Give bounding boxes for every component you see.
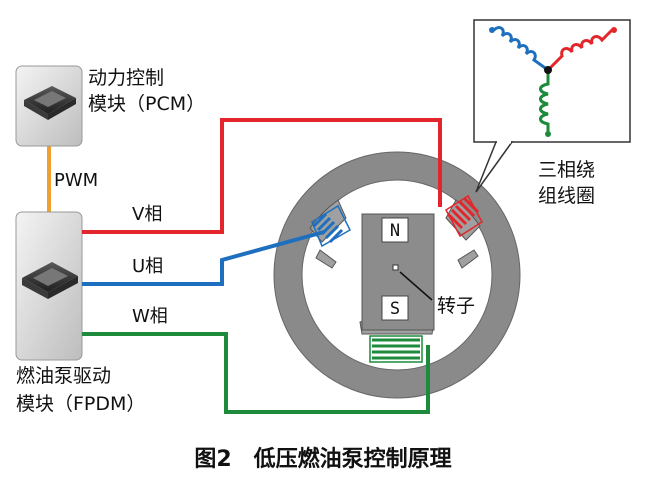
u-phase-label: U相 [132,256,163,277]
rotor: N S [361,213,435,331]
inset-blue-coil [492,26,549,72]
coil-label-line1: 三相绕 [538,159,595,181]
pcm-module [15,65,83,147]
coil-label-line2: 组线圈 [538,185,595,207]
fpdm-label-line2: 模块（FPDM） [16,393,145,415]
stator-ring [273,151,521,399]
pcm-label-line1: 动力控制 [88,67,164,89]
coil-green [369,335,423,363]
v-phase-wire [82,118,442,234]
rotor-label: 转子 [437,295,475,317]
pole-n-box [381,217,409,243]
pole-s-label: S [390,299,400,319]
fpdm-module [15,211,83,361]
pcm-label-line2: 模块（PCM） [88,93,205,115]
pcm-chip-icon [24,86,76,120]
pole-s-box [381,295,409,321]
pole-n-label: N [390,221,400,241]
inset-red-coil [546,28,614,72]
w-phase-label: W相 [132,306,168,327]
coil-blue [311,204,351,248]
fpdm-label-line1: 燃油泵驱动 [16,365,111,387]
pwm-label: PWM [54,170,98,191]
inset-star-coils [473,19,631,193]
u-phase-wire [82,230,325,286]
coil-red [445,194,483,238]
star-neutral-point [544,66,552,74]
inset-green-coil [539,70,550,132]
figure-caption: 图2 低压燃油泵控制原理 [194,446,451,472]
rotor-pointer [399,271,433,301]
fpdm-chip-icon [22,262,78,299]
w-phase-wire [82,332,430,414]
v-phase-label: V相 [132,204,162,225]
